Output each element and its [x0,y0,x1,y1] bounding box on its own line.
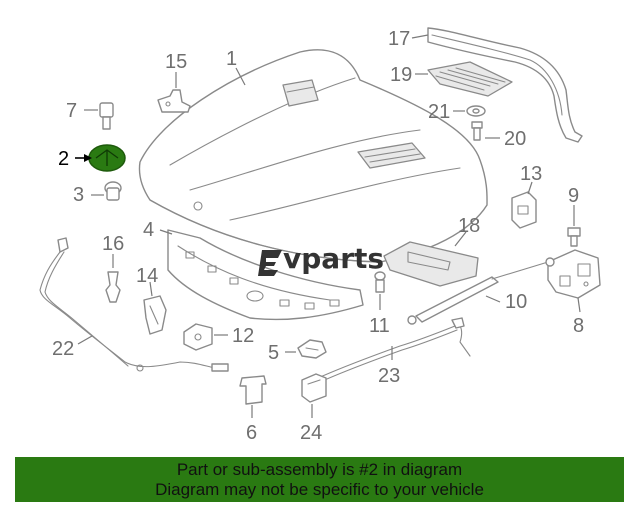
leader-13 [527,181,533,195]
callout-10: 10 [505,291,527,313]
push-clip [374,271,386,293]
callout-5: 5 [268,342,279,364]
brand-watermark: vparts [283,242,384,275]
rubber-bumper [239,375,267,405]
callout-17: 17 [388,28,410,50]
callout-12: 12 [232,325,254,347]
callout-23: 23 [378,365,400,387]
leader-14 [149,281,153,297]
callout-16: 16 [102,233,124,255]
callout-22: 22 [52,338,74,360]
hood-lock [183,323,213,351]
callout-8: 8 [573,315,584,337]
hood-bracket [157,89,191,113]
grommet [104,181,122,201]
callout-6: 6 [246,422,257,444]
gas-strut [407,257,555,325]
callout-3: 3 [73,184,84,206]
hood-panel [138,49,488,263]
callout-9: 9 [568,185,579,207]
leader-22 [77,335,93,345]
latch-cover [383,241,479,287]
callout-20: 20 [504,128,526,150]
release-handle [297,339,327,359]
release-cable [39,237,229,372]
hood-bumper-stop [99,102,114,130]
callout-13: 13 [520,163,542,185]
bolt-9 [567,227,581,247]
leader-10 [485,295,501,303]
callout-24: 24 [300,422,322,444]
callout-11: 11 [369,315,390,337]
ev-logo-icon [258,250,282,276]
secondary-cable [317,317,471,383]
hood-emblem-highlighted [88,144,126,172]
callout-21: 21 [428,101,450,123]
callout-19: 19 [390,64,412,86]
hood-vent-grille [427,61,513,97]
release-bracket [143,295,167,335]
leader-8 [577,297,581,313]
notice-line-2: Diagram may not be specific to your vehi… [155,479,484,499]
retainer-clip [105,271,121,303]
callout-2: 2 [58,148,69,170]
hood-seal-strip [427,27,583,143]
leader-1 [235,67,246,86]
leader-4 [159,229,173,235]
latch-bracket [511,191,537,229]
callout-15: 15 [165,51,187,73]
leader-18 [454,231,467,247]
cable-clip [301,373,327,403]
leader-2-arrowhead [84,154,92,162]
washer [466,105,486,117]
leader-17 [411,34,429,39]
callout-1: 1 [226,48,237,70]
diagram-notice-banner: Part or sub-assembly is #2 in diagram Di… [15,457,624,502]
callout-7: 7 [66,100,77,122]
bolt-20 [471,121,483,141]
notice-line-1: Part or sub-assembly is #2 in diagram [176,459,463,479]
callout-14: 14 [136,265,158,287]
callout-18: 18 [458,215,480,237]
callout-4: 4 [143,219,154,241]
hood-hinge [547,249,601,299]
